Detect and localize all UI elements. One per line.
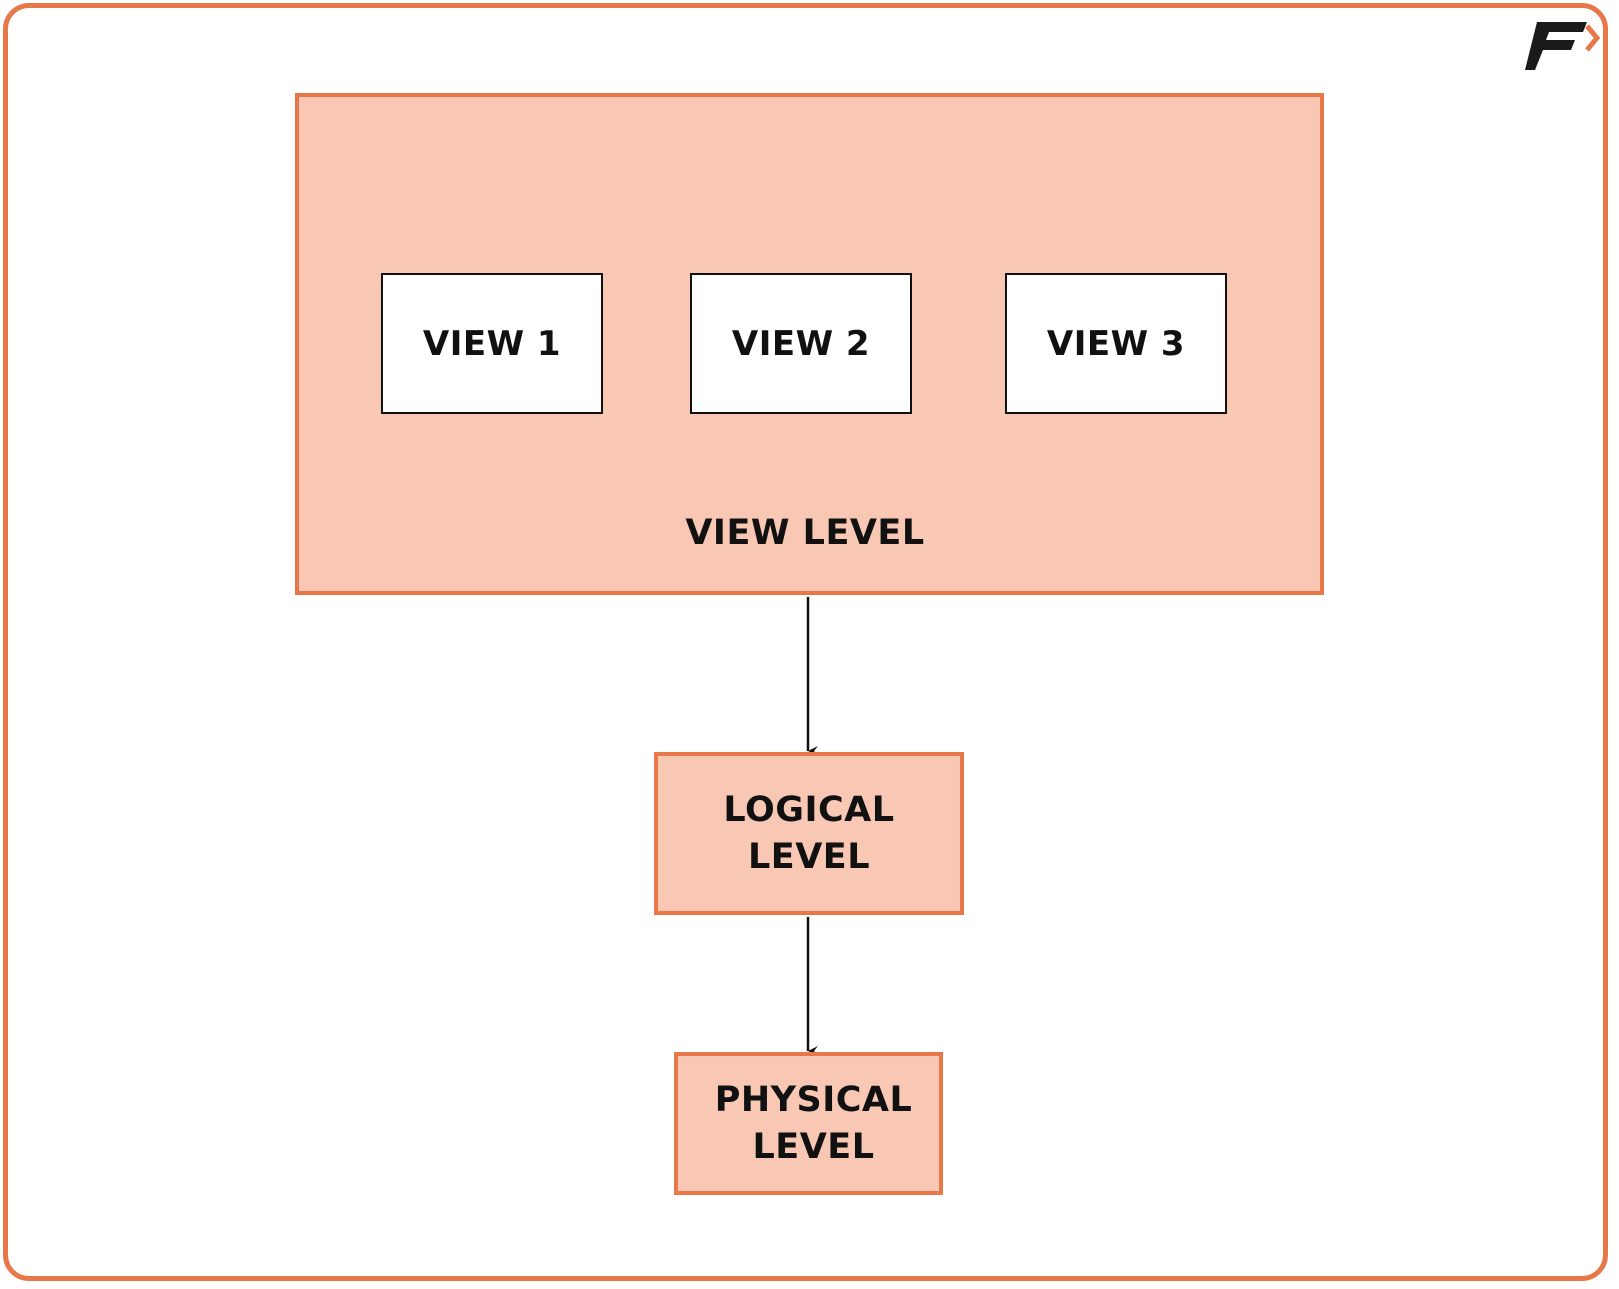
logical-level-label-line1: LOGICAL: [723, 789, 895, 830]
physical-level-box: PHYSICAL LEVEL: [674, 1052, 943, 1195]
view-2-label: VIEW 2: [731, 323, 871, 364]
logical-level-label-line2: LEVEL: [747, 836, 870, 877]
view-1-box: VIEW 1: [381, 273, 603, 414]
view-1-label: VIEW 1: [422, 323, 562, 364]
view-2-box: VIEW 2: [690, 273, 912, 414]
physical-level-label-line2: LEVEL: [752, 1126, 875, 1167]
logical-level-box: LOGICAL LEVEL: [654, 752, 964, 915]
view-3-box: VIEW 3: [1005, 273, 1227, 414]
view-3-label: VIEW 3: [1046, 323, 1186, 364]
view-level-label: VIEW LEVEL: [685, 513, 925, 553]
physical-level-label-line1: PHYSICAL: [714, 1079, 913, 1120]
logo-icon: [1525, 22, 1601, 70]
